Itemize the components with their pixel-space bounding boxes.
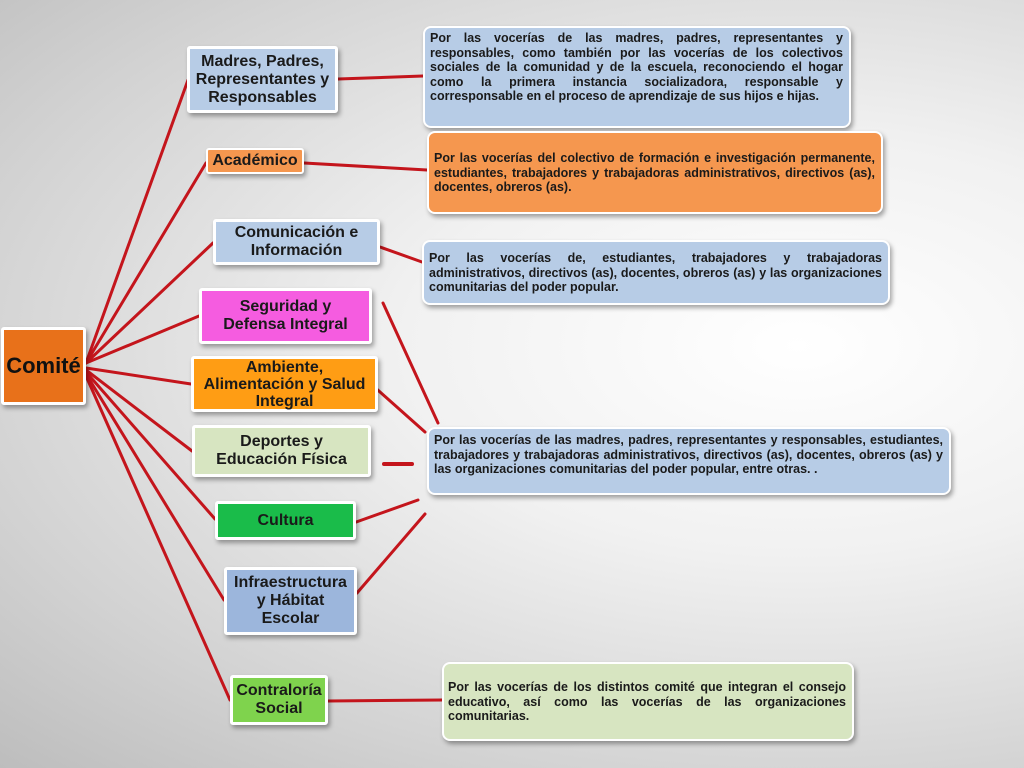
line-root-seguridad bbox=[84, 314, 201, 365]
line-madres-desc bbox=[336, 74, 425, 81]
root-node-comite: Comité bbox=[1, 327, 86, 405]
line-root-cultura bbox=[84, 370, 217, 521]
line-root-academico bbox=[84, 161, 208, 365]
line-root-comunicacion bbox=[84, 241, 215, 365]
description-comun: Por las vocerías de las madres, padres, … bbox=[427, 427, 951, 495]
category-ambiente: Ambiente, Alimentación y Salud Integral bbox=[191, 356, 378, 412]
description-text: Por las vocerías de, estudiantes, trabaj… bbox=[429, 251, 882, 294]
category-label: Cultura bbox=[257, 511, 314, 529]
root-label: Comité bbox=[6, 353, 81, 378]
line-infra-desc bbox=[355, 512, 427, 595]
line-academico-desc bbox=[302, 161, 429, 172]
category-comunicacion: Comunicación e Información bbox=[213, 219, 380, 265]
line-ambiente-desc bbox=[369, 382, 427, 434]
line-comunicacion-desc bbox=[378, 245, 424, 264]
category-label: Deportes y Educación Física bbox=[216, 433, 347, 468]
description-text: Por las vocerías de las madres, padres, … bbox=[430, 31, 843, 103]
line-seguridad-desc bbox=[381, 301, 440, 425]
line-root-contraloria bbox=[84, 374, 232, 702]
description-comunicacion: Por las vocerías de, estudiantes, trabaj… bbox=[422, 240, 890, 305]
category-academico: Académico bbox=[206, 148, 304, 174]
line-root-ambiente bbox=[84, 366, 193, 386]
category-cultura: Cultura bbox=[215, 501, 356, 540]
category-label: Madres, Padres, Representantes y Respons… bbox=[195, 52, 330, 106]
category-infraestructura: Infraestructura y Hábitat Escolar bbox=[224, 567, 357, 635]
line-root-deportes bbox=[84, 368, 194, 453]
category-label: Ambiente, Alimentación y Salud Integral bbox=[203, 358, 366, 410]
description-madres: Por las vocerías de las madres, padres, … bbox=[423, 26, 851, 128]
category-label: Seguridad y Defensa Integral bbox=[223, 298, 348, 333]
category-label: Académico bbox=[212, 152, 298, 169]
category-label: Comunicación e Información bbox=[234, 224, 359, 259]
category-label: Infraestructura y Hábitat Escolar bbox=[234, 574, 347, 627]
category-madres-padres: Madres, Padres, Representantes y Respons… bbox=[187, 46, 338, 113]
line-cultura-desc bbox=[343, 498, 420, 528]
description-academico: Por las vocerías del colectivo de formac… bbox=[427, 131, 883, 214]
description-contraloria: Por las vocerías de los distintos comité… bbox=[442, 662, 854, 741]
description-text: Por las vocerías de los distintos comité… bbox=[448, 680, 846, 723]
category-label: Contraloría Social bbox=[236, 682, 322, 717]
category-deportes: Deportes y Educación Física bbox=[192, 425, 371, 477]
description-text: Por las vocerías del colectivo de formac… bbox=[434, 151, 875, 194]
line-root-infraestructura bbox=[84, 372, 226, 602]
line-root-madres bbox=[84, 78, 190, 365]
description-text: Por las vocerías de las madres, padres, … bbox=[434, 433, 943, 476]
category-seguridad: Seguridad y Defensa Integral bbox=[199, 288, 372, 344]
line-contraloria-desc bbox=[326, 698, 444, 703]
category-contraloria: Contraloría Social bbox=[230, 675, 328, 725]
